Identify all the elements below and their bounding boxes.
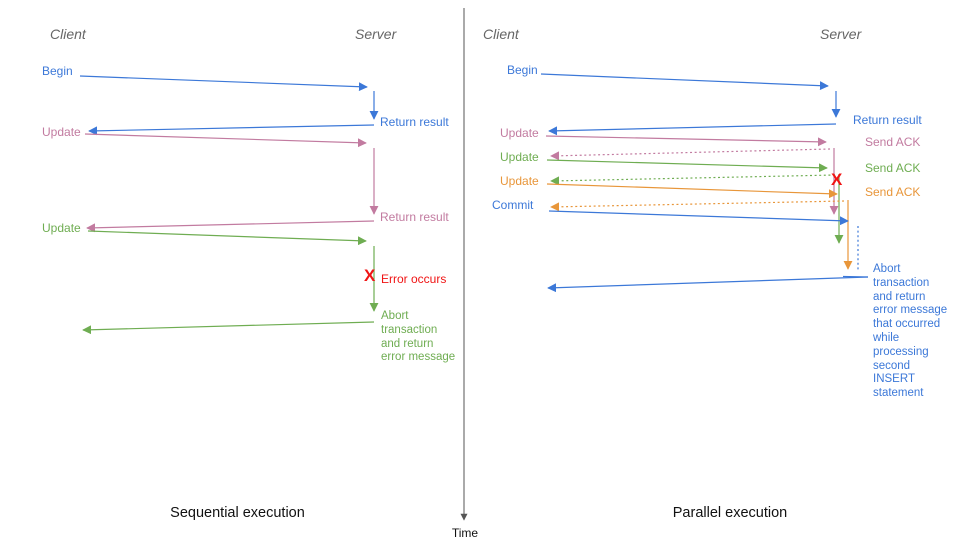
right-update-1-request-arrow bbox=[545, 135, 827, 147]
right-update-3-label: Update bbox=[500, 174, 539, 188]
right-begin-label: Begin bbox=[507, 63, 538, 77]
left-return-result-1-label: Return result bbox=[380, 115, 449, 129]
right-commit-label: Commit bbox=[492, 198, 534, 212]
right-update-2-label: Update bbox=[500, 150, 539, 164]
left-return-result-2-arrow bbox=[86, 220, 375, 233]
left-client-header: Client bbox=[50, 26, 86, 42]
right-server-header: Server bbox=[820, 26, 862, 42]
right-client-header: Client bbox=[483, 26, 519, 42]
left-error-occurs-label: Error occurs bbox=[381, 272, 447, 286]
time-axis-label: Time bbox=[451, 526, 479, 540]
left-update-1-label: Update bbox=[42, 125, 81, 139]
left-caption: Sequential execution bbox=[170, 505, 305, 521]
left-begin-request-arrow bbox=[79, 75, 368, 92]
right-caption: Parallel execution bbox=[672, 505, 788, 521]
right-return-result-label: Return result bbox=[853, 113, 922, 127]
left-update-2-label: Update bbox=[42, 221, 81, 235]
right-update-3-request-arrow bbox=[546, 183, 838, 199]
left-return-result-2-label: Return result bbox=[380, 210, 449, 224]
right-begin-request-arrow bbox=[540, 73, 829, 91]
right-update-1-label: Update bbox=[500, 126, 539, 140]
left-update-2-request-arrow bbox=[87, 230, 367, 246]
right-send-ack-3-arrow bbox=[550, 200, 845, 212]
right-update-2-request-arrow bbox=[546, 159, 828, 173]
right-send-ack-2-arrow bbox=[550, 174, 836, 186]
left-error-x-icon: X bbox=[364, 266, 376, 285]
right-commit-request-arrow bbox=[548, 210, 849, 226]
left-update-1-request-arrow bbox=[84, 133, 367, 148]
left-begin-label: Begin bbox=[42, 64, 73, 78]
right-error-x-icon: X bbox=[831, 170, 843, 189]
right-abort-return-arrow bbox=[547, 276, 869, 293]
left-server-header: Server bbox=[355, 26, 397, 42]
right-send-ack-2-label: Send ACK bbox=[865, 161, 921, 175]
right-send-ack-1-label: Send ACK bbox=[865, 135, 921, 149]
right-return-result-arrow bbox=[548, 123, 837, 136]
left-return-result-1-arrow bbox=[88, 124, 375, 136]
left-abort-return-arrow bbox=[82, 321, 375, 335]
right-send-ack-1-arrow bbox=[550, 148, 831, 161]
right-abort-message: Abort transaction and return error messa… bbox=[873, 263, 948, 400]
left-abort-message: Abort transaction and return error messa… bbox=[381, 310, 456, 364]
right-send-ack-3-label: Send ACK bbox=[865, 185, 921, 199]
